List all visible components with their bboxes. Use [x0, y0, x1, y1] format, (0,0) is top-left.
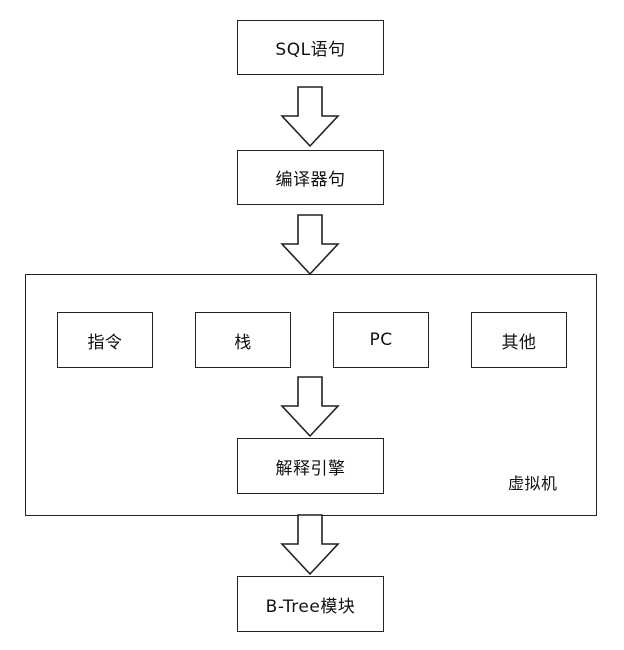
- sql-statement-box: SQL语句: [237, 20, 384, 75]
- down-arrow-icon: [280, 86, 340, 148]
- instructions-box: 指令: [57, 312, 153, 368]
- pc-label: PC: [369, 330, 393, 350]
- other-label: 其他: [501, 332, 537, 353]
- other-box: 其他: [471, 312, 567, 368]
- sql-statement-label: SQL语句: [275, 40, 346, 60]
- instructions-label: 指令: [87, 332, 123, 353]
- pc-box: PC: [333, 312, 429, 368]
- stack-label: 栈: [234, 332, 252, 353]
- btree-module-label: B-Tree模块: [265, 596, 356, 617]
- virtual-machine-label: 虚拟机: [508, 474, 558, 493]
- down-arrow-icon: [280, 214, 340, 276]
- interpretation-engine-label: 解释引擎: [275, 458, 346, 479]
- down-arrow-icon: [280, 376, 340, 438]
- stack-box: 栈: [195, 312, 291, 368]
- compiler-label: 编译器句: [275, 170, 346, 190]
- interpretation-engine-box: 解释引擎: [237, 438, 384, 494]
- down-arrow-icon: [280, 514, 340, 576]
- compiler-box: 编译器句: [237, 150, 384, 205]
- btree-module-box: B-Tree模块: [237, 576, 384, 632]
